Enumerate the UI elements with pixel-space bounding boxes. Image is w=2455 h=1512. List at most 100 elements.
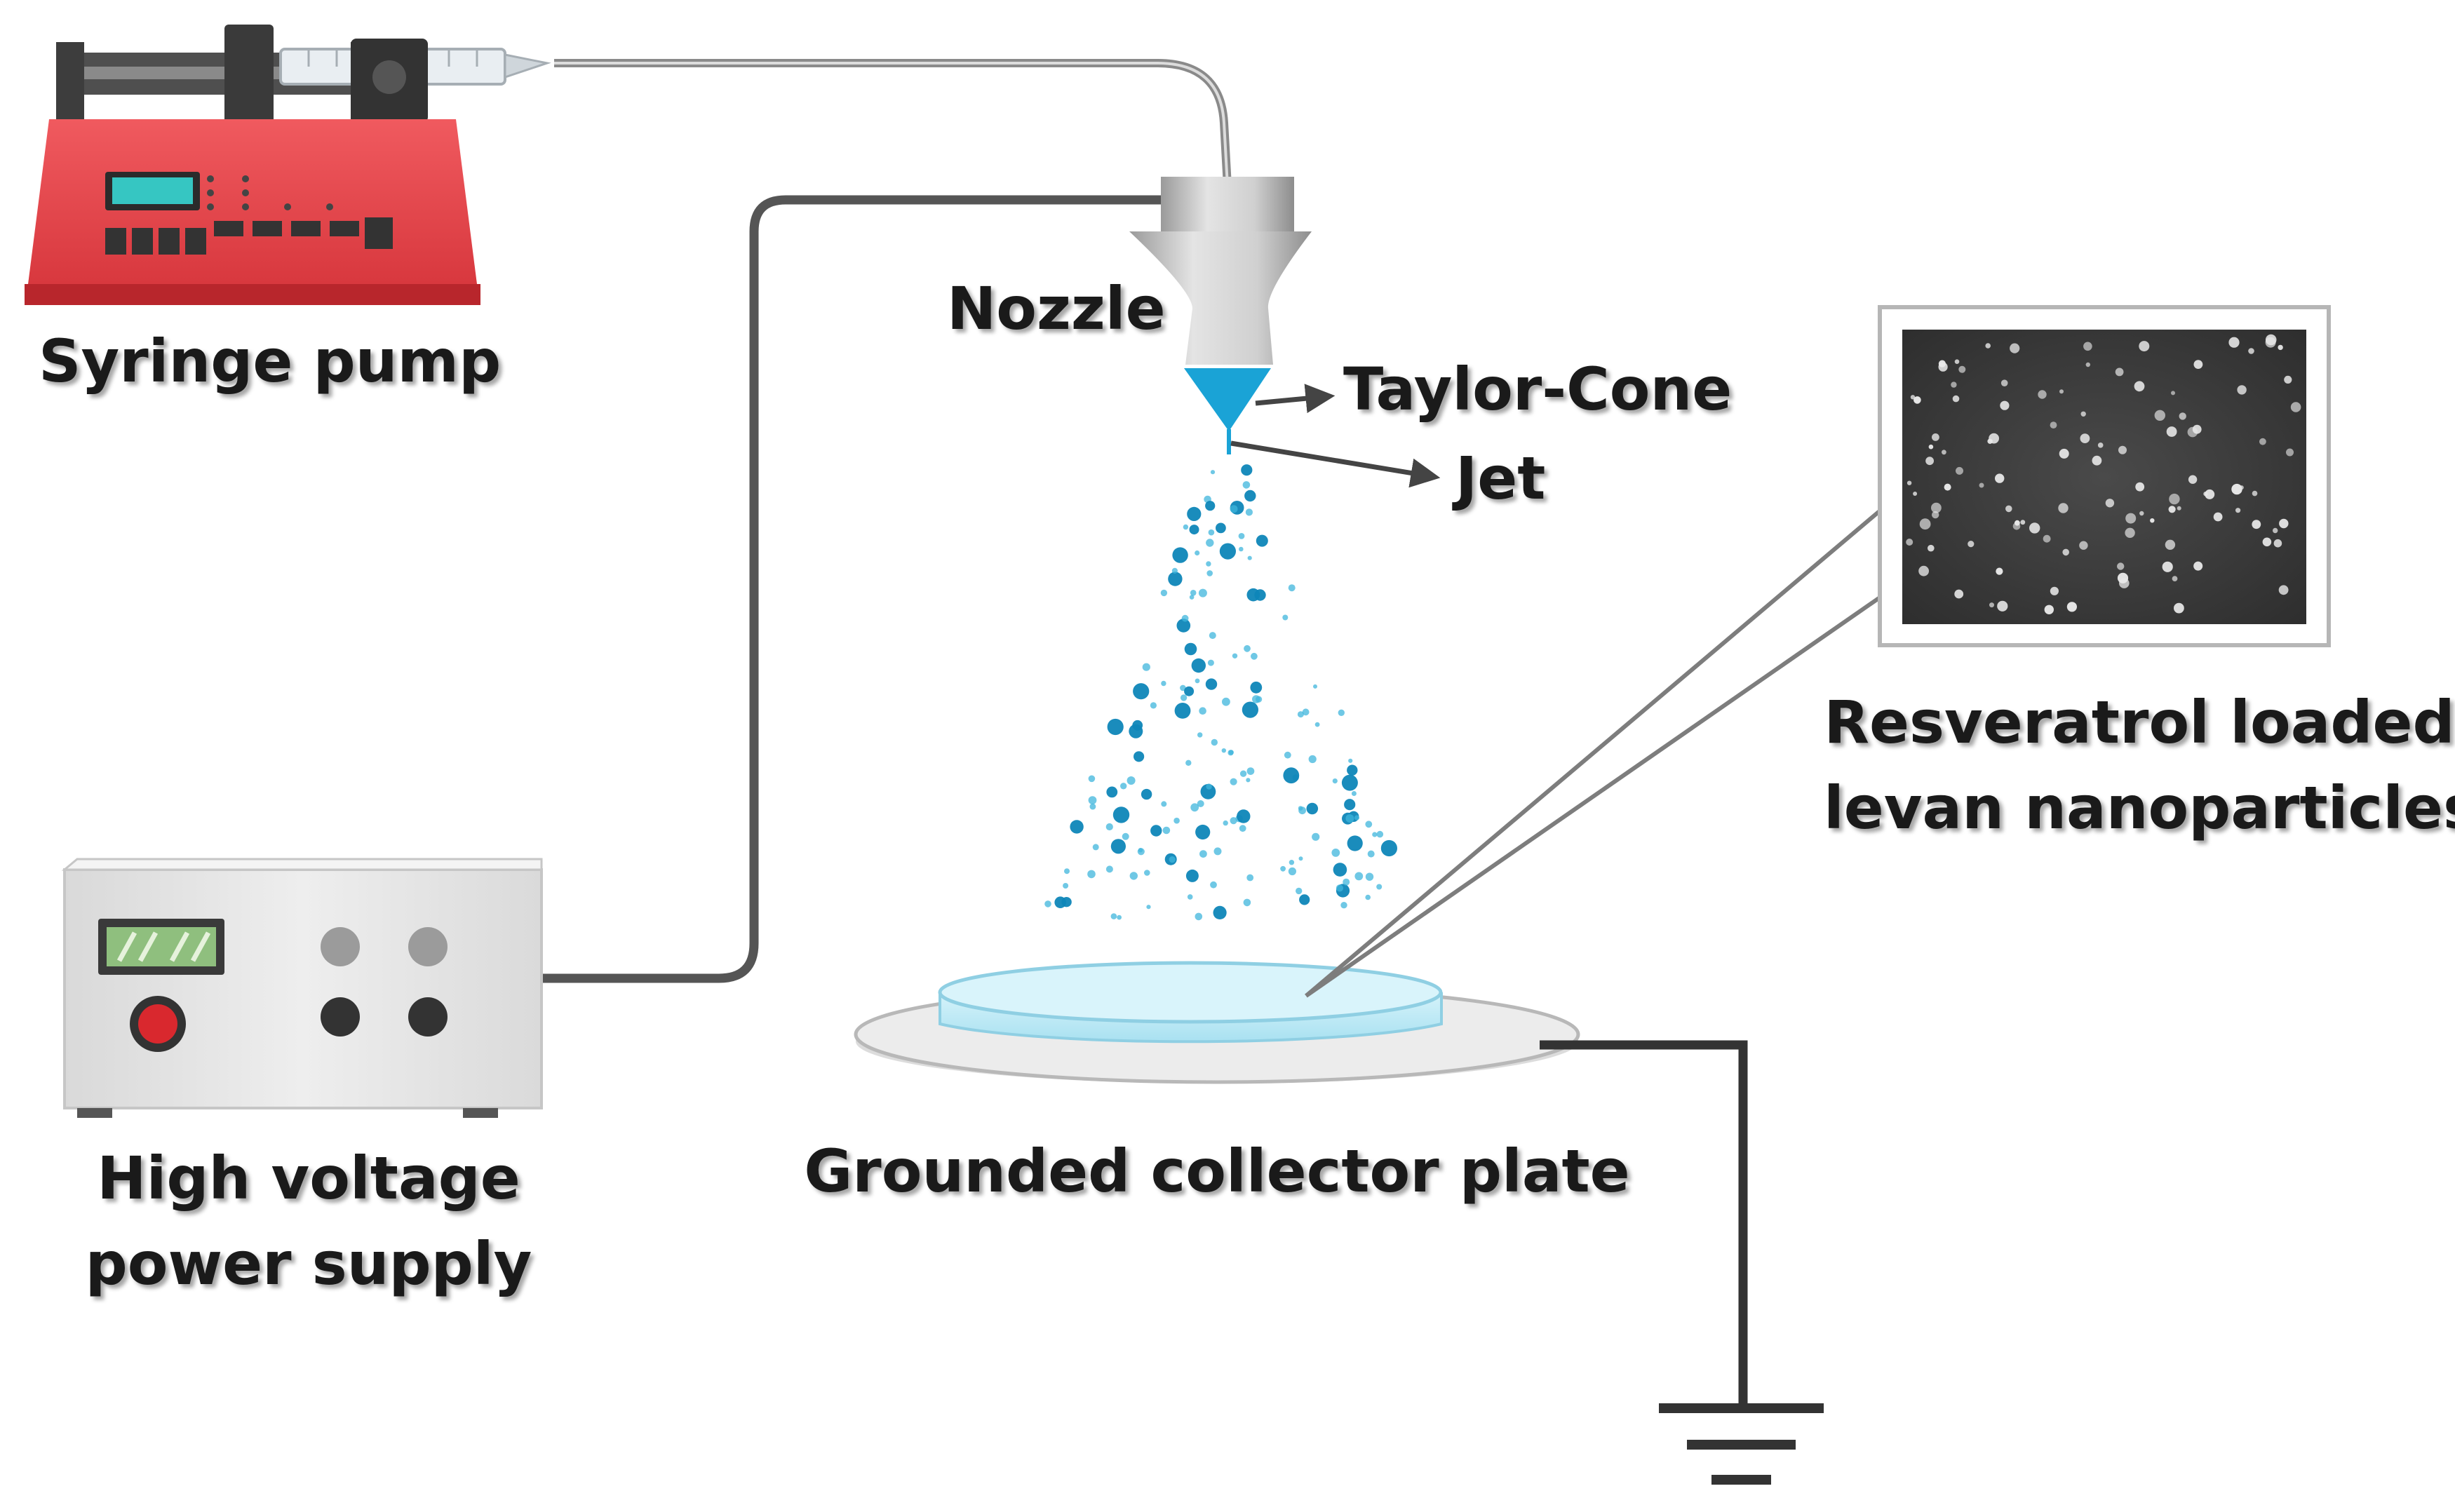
sem-particle <box>2172 576 2178 581</box>
spray-droplet <box>1180 684 1186 691</box>
spray-droplet <box>1246 778 1251 783</box>
spray-droplet <box>1206 561 1211 567</box>
spray-droplet <box>1210 470 1216 475</box>
spray-droplet <box>1117 914 1122 920</box>
spray-droplet <box>1256 534 1268 547</box>
sem-particle <box>1906 539 1913 546</box>
spray-droplet <box>1089 803 1096 810</box>
spray-droplet <box>1126 776 1136 785</box>
spray-droplet <box>1347 835 1363 851</box>
spray-droplet <box>1232 653 1238 659</box>
sem-particle <box>2231 483 2242 495</box>
sem-particle <box>1958 365 1966 373</box>
spray-droplet <box>1146 905 1151 910</box>
spray-droplet <box>1206 783 1212 790</box>
spray-droplet <box>1190 803 1199 812</box>
sem-particle <box>2125 527 2135 538</box>
sem-particle <box>2059 448 2069 459</box>
spray-droplet <box>1331 849 1340 857</box>
sem-particle <box>1954 589 1964 599</box>
sem-particle <box>2092 455 2102 466</box>
spray-droplet <box>1213 847 1222 856</box>
spray-droplet <box>1198 588 1207 598</box>
sem-particle <box>2058 503 2069 513</box>
sem-particle <box>2020 520 2026 525</box>
sem-particle <box>2000 379 2008 386</box>
sem-particle <box>2062 548 2069 556</box>
sem-particle <box>2139 511 2144 516</box>
spray-droplet <box>1376 830 1384 838</box>
spray-droplet <box>1189 595 1195 600</box>
sem-particle <box>2188 475 2198 484</box>
spray-droplet <box>1187 894 1193 900</box>
spray-droplet <box>1288 584 1296 592</box>
spray-droplet <box>1298 856 1303 861</box>
sem-particle <box>1954 359 1960 364</box>
spray-droplet <box>1209 632 1216 640</box>
sem-particle <box>2044 605 2054 614</box>
spray-droplet <box>1142 663 1150 671</box>
spray-droplet <box>1176 619 1191 633</box>
spray-droplet <box>1314 722 1320 727</box>
spray-droplet <box>1239 770 1247 777</box>
label-power-line1: High voltage <box>97 1144 520 1213</box>
spray-droplet <box>1197 732 1203 738</box>
spray-droplet <box>1338 709 1345 716</box>
syringe-tube <box>554 59 1232 187</box>
spray-droplet <box>1070 820 1084 834</box>
spray-droplet <box>1120 783 1127 790</box>
spray-droplet <box>1180 694 1188 701</box>
spray-droplet <box>1133 683 1150 700</box>
label-resveratrol-line1: Resveratrol loaded <box>1824 688 2455 757</box>
spray-droplet <box>1376 884 1383 890</box>
ground-symbol-icon <box>1540 1040 1824 1485</box>
sem-particle <box>2043 534 2051 543</box>
sem-particle <box>1985 343 1991 349</box>
spray-droplet <box>1228 750 1234 756</box>
spray-droplet <box>1171 567 1178 574</box>
spray-droplet <box>1190 590 1197 596</box>
spray-droplet <box>1332 778 1338 784</box>
spray-droplet <box>1289 860 1295 865</box>
sem-particle <box>1956 466 1963 475</box>
sem-particle <box>2192 424 2202 434</box>
spray-droplet <box>1239 546 1244 552</box>
label-power-supply: High voltage power supply <box>63 1136 554 1307</box>
spray-droplet <box>1213 905 1227 919</box>
spray-droplet <box>1195 912 1203 921</box>
spray-droplet <box>1343 878 1350 886</box>
spray-droplet <box>1088 775 1096 783</box>
sem-particle <box>2193 360 2203 369</box>
sem-particle <box>1996 567 2003 575</box>
spray-droplet <box>1302 708 1310 716</box>
spray-droplet <box>1246 588 1260 602</box>
spray-droplet <box>1308 755 1317 764</box>
spray-droplet <box>1134 751 1145 762</box>
sem-particle <box>1952 395 1960 403</box>
sem-particle <box>2085 362 2090 367</box>
spray-droplet <box>1288 867 1296 876</box>
sem-particle <box>2248 348 2254 354</box>
spray-droplet <box>1088 796 1097 804</box>
spray-droplet <box>1354 815 1360 821</box>
spray-droplet <box>1185 760 1192 767</box>
sem-particle <box>1944 483 1951 491</box>
sem-particle <box>2284 375 2292 384</box>
spray-droplet <box>1284 751 1291 759</box>
spray-droplet <box>1354 872 1364 881</box>
sem-particle <box>2117 572 2129 583</box>
spray-droplet <box>1247 555 1252 560</box>
label-collector-plate: Grounded collector plate <box>804 1137 1630 1206</box>
spray-droplet <box>1106 786 1118 798</box>
spray-droplet <box>1138 848 1143 853</box>
spray-droplet <box>1216 522 1226 534</box>
label-resveratrol-line2: levan nanoparticles <box>1824 773 2455 842</box>
spray-droplet <box>1172 547 1188 563</box>
sem-particle <box>1997 600 2008 612</box>
sem-particle <box>2252 520 2261 529</box>
sem-particle <box>2171 391 2175 396</box>
sem-particle <box>2179 412 2186 420</box>
spray-droplet <box>1365 894 1371 900</box>
sem-particle <box>2083 342 2092 351</box>
spray-droplet <box>1238 533 1245 539</box>
